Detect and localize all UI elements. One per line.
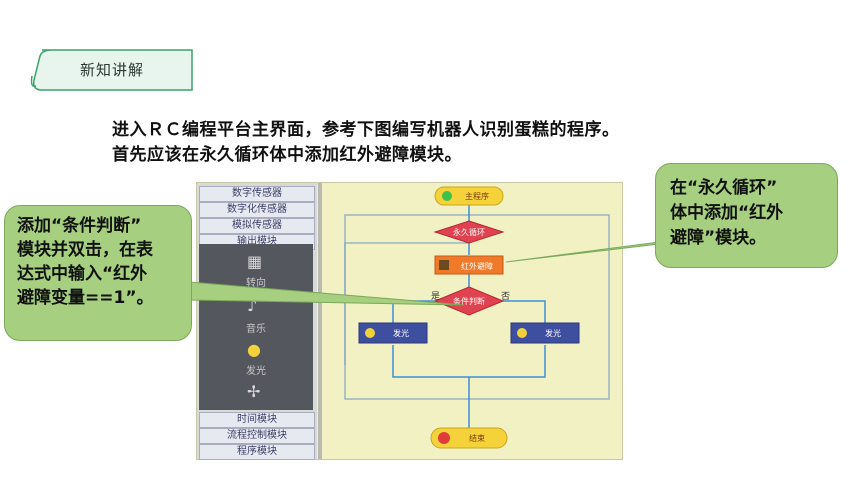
- no-label: 否: [501, 292, 511, 302]
- callout-left-line: 模块并双击，在表: [17, 240, 153, 260]
- right-action-block: [510, 322, 580, 344]
- ir-block: [434, 255, 504, 275]
- callout-left-pointer: [189, 281, 465, 306]
- end-label: 结束: [469, 434, 485, 443]
- bulb-icon[interactable]: ●: [247, 340, 261, 359]
- tag-shape: [30, 49, 193, 91]
- callout-right-line: 在“永久循环”: [670, 178, 778, 198]
- condition-diamond: [433, 286, 505, 316]
- end-node: [430, 427, 508, 449]
- instruction-line-1: 进入ＲＣ编程平台主界面，参考下图编写机器人识别蛋糕的程序。: [112, 120, 620, 140]
- loop-label: 永久循环: [453, 228, 485, 237]
- palette-item-time-module[interactable]: 时间模块: [199, 412, 315, 428]
- palette-scrollbar[interactable]: [318, 183, 322, 459]
- start-indicator-icon: [442, 191, 452, 201]
- palette-icon-label: 转向: [246, 278, 266, 289]
- flowchart-svg: [344, 186, 610, 449]
- yes-label: 是: [431, 292, 441, 302]
- palette-item-program-module[interactable]: 程序模块: [199, 444, 315, 460]
- output-module-panel: ▦ 转向 ♪ 音乐 ● 发光 ✢: [199, 244, 313, 410]
- bulb-icon: [517, 328, 527, 338]
- ir-sensor-icon: [439, 260, 449, 270]
- bulb-icon: [365, 328, 375, 338]
- callout-left-line: 添加“条件判断”: [17, 216, 142, 236]
- fan-icon[interactable]: ✢: [247, 382, 261, 401]
- flow-line-no: [497, 300, 546, 323]
- loop-return-line: [344, 242, 469, 365]
- flow-line: [392, 345, 469, 378]
- callout-right: 在“永久循环” 体中添加“红外 避障”模块。: [655, 163, 838, 268]
- rc-platform-screenshot: 数字传感器 数字化传感器 模拟传感器 输出模块 ▦ 转向 ♪ 音乐 ● 发光 ✢…: [196, 182, 623, 460]
- motor-icon[interactable]: ▦: [247, 252, 263, 271]
- module-palette: 数字传感器 数字化传感器 模拟传感器 输出模块 ▦ 转向 ♪ 音乐 ● 发光 ✢…: [197, 183, 317, 460]
- music-icon[interactable]: ♪: [247, 296, 258, 315]
- palette-icon-label: 发光: [246, 366, 266, 377]
- callout-right-line: 体中添加“红外: [670, 203, 784, 223]
- right-action-label: 发光: [545, 329, 561, 338]
- section-tag: 新知讲解: [28, 46, 200, 94]
- loop-diamond: [433, 220, 505, 244]
- instruction-line-2: 首先应该在永久循环体中添加红外避障模块。: [112, 145, 462, 165]
- start-node: [434, 186, 504, 206]
- tag-label: 新知讲解: [80, 61, 145, 79]
- end-indicator-icon: [438, 432, 450, 444]
- palette-item-analog-sensor[interactable]: 模拟传感器: [199, 218, 315, 234]
- start-label: 主程序: [465, 192, 489, 201]
- flow-line: [469, 345, 546, 378]
- ir-label: 红外避障: [461, 262, 493, 271]
- palette-item-digital-sensor[interactable]: 数字传感器: [199, 186, 315, 202]
- flowchart-canvas: 主程序 永久循环 红外避障 条件判断 是 否 发光 发光 结束: [323, 183, 622, 459]
- palette-icon-label: 音乐: [246, 324, 266, 335]
- palette-item-flow-control[interactable]: 流程控制模块: [199, 428, 315, 444]
- condition-label: 条件判断: [453, 297, 485, 306]
- palette-item-digitized-sensor[interactable]: 数字化传感器: [199, 202, 315, 218]
- callout-left-line: 避障变量==1”。: [17, 288, 154, 308]
- left-action-block: [358, 322, 428, 344]
- callout-left-line: 达式中输入“红外: [17, 264, 148, 284]
- callout-right-line: 避障”模块。: [670, 228, 767, 248]
- callout-left: 添加“条件判断” 模块并双击，在表 达式中输入“红外 避障变量==1”。: [4, 205, 192, 341]
- left-action-label: 发光: [393, 329, 409, 338]
